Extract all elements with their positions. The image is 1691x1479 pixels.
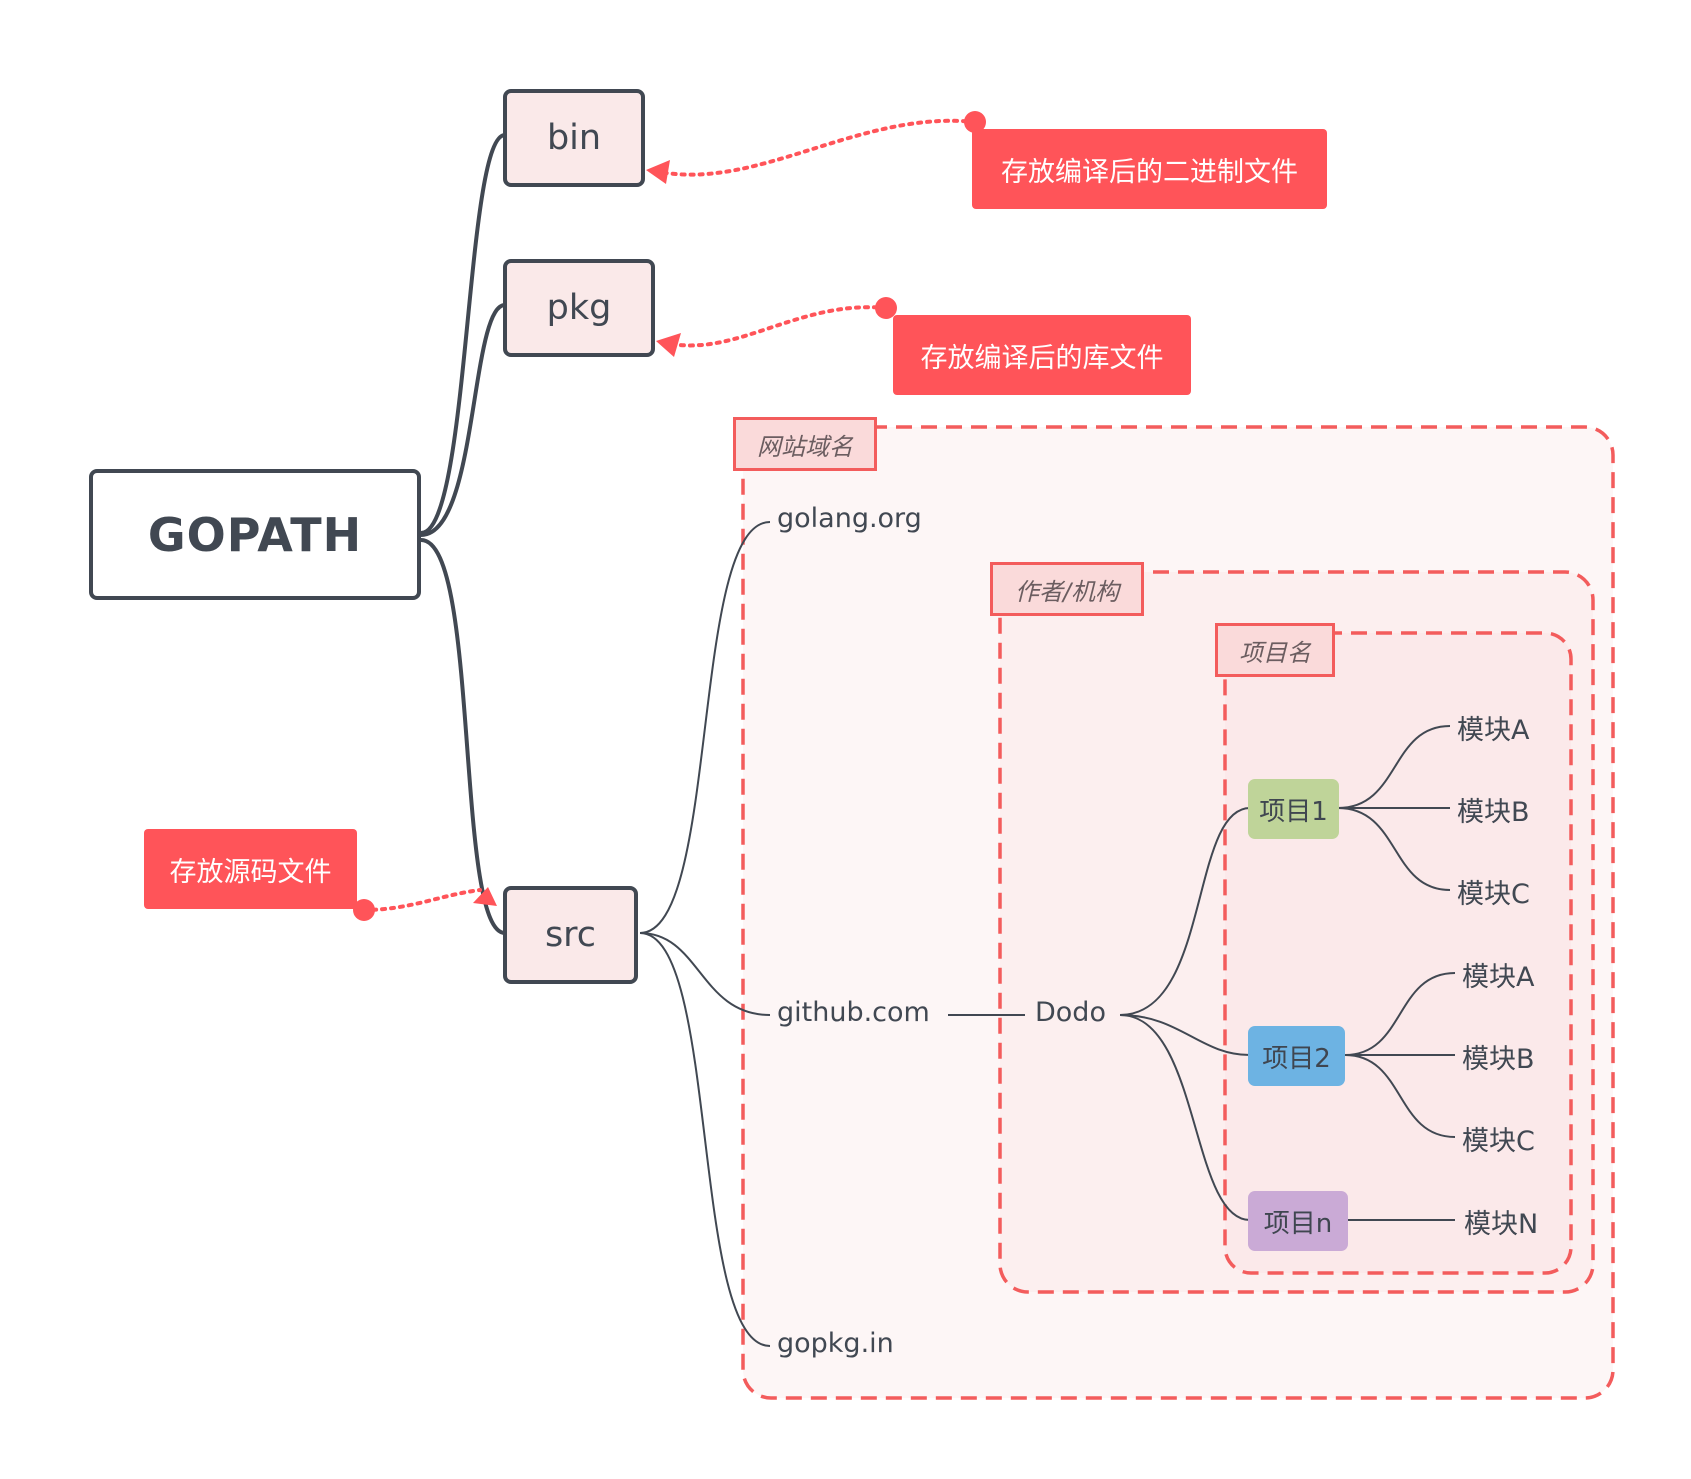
arrowhead-bin bbox=[646, 160, 670, 184]
src-callout[interactable]: 存放源码文件 bbox=[144, 829, 357, 909]
branch-dodo-pn bbox=[1119, 1014, 1251, 1221]
module-p1-a[interactable]: 模块A bbox=[1457, 715, 1530, 746]
connector-src-note bbox=[362, 888, 482, 912]
branch-root-pkg bbox=[420, 303, 506, 537]
connector-dot-src bbox=[353, 899, 375, 921]
project-group-tag: 项目名 bbox=[1215, 623, 1335, 677]
module-p2-c[interactable]: 模块C bbox=[1462, 1126, 1535, 1157]
domain-golang[interactable]: golang.org bbox=[777, 503, 922, 534]
arrowhead-src bbox=[473, 887, 497, 906]
branch-root-bin bbox=[420, 133, 506, 535]
domain-gopkg[interactable]: gopkg.in bbox=[777, 1328, 894, 1359]
branch-src-gopkg bbox=[639, 932, 771, 1347]
gopath-node[interactable]: GOPATH bbox=[89, 469, 421, 600]
branch-p2-c bbox=[1344, 1054, 1456, 1138]
branch-p1-c bbox=[1337, 807, 1451, 891]
project-1[interactable]: 项目1 bbox=[1248, 779, 1339, 839]
domain-github[interactable]: github.com bbox=[777, 997, 930, 1028]
bin-node[interactable]: bin bbox=[503, 89, 645, 187]
module-p2-a[interactable]: 模块A bbox=[1462, 962, 1535, 993]
module-pn-n[interactable]: 模块N bbox=[1464, 1209, 1539, 1240]
connector-dot-pkg bbox=[875, 297, 897, 319]
branch-dodo-p1 bbox=[1119, 807, 1251, 1016]
pkg-callout[interactable]: 存放编译后的库文件 bbox=[893, 315, 1191, 395]
module-p1-b[interactable]: 模块B bbox=[1457, 797, 1530, 828]
src-branches bbox=[639, 521, 1456, 1347]
src-node[interactable]: src bbox=[503, 886, 638, 984]
callout-connectors bbox=[362, 118, 977, 912]
root-branches bbox=[420, 133, 506, 935]
pkg-node[interactable]: pkg bbox=[503, 259, 655, 357]
connector-dot-bin bbox=[964, 111, 986, 133]
branch-src-github bbox=[639, 932, 771, 1016]
project-2[interactable]: 项目2 bbox=[1248, 1026, 1345, 1086]
bin-callout[interactable]: 存放编译后的二进制文件 bbox=[972, 129, 1327, 209]
branch-root-src bbox=[420, 538, 506, 935]
arrowhead-pkg bbox=[656, 333, 681, 357]
branch-src-golang bbox=[639, 521, 771, 934]
connector-pkg-note bbox=[670, 305, 888, 348]
project-n[interactable]: 项目n bbox=[1248, 1191, 1348, 1251]
branch-p1-a bbox=[1337, 725, 1451, 809]
author-group-tag: 作者/机构 bbox=[990, 562, 1144, 616]
branch-p2-a bbox=[1344, 972, 1456, 1056]
connector-bin-note bbox=[658, 118, 977, 177]
author-dodo[interactable]: Dodo bbox=[1035, 997, 1106, 1028]
module-p1-c[interactable]: 模块C bbox=[1457, 879, 1530, 910]
module-p2-b[interactable]: 模块B bbox=[1462, 1044, 1535, 1075]
domain-group-tag: 网站域名 bbox=[733, 417, 877, 471]
branch-dodo-p2 bbox=[1119, 1014, 1251, 1056]
